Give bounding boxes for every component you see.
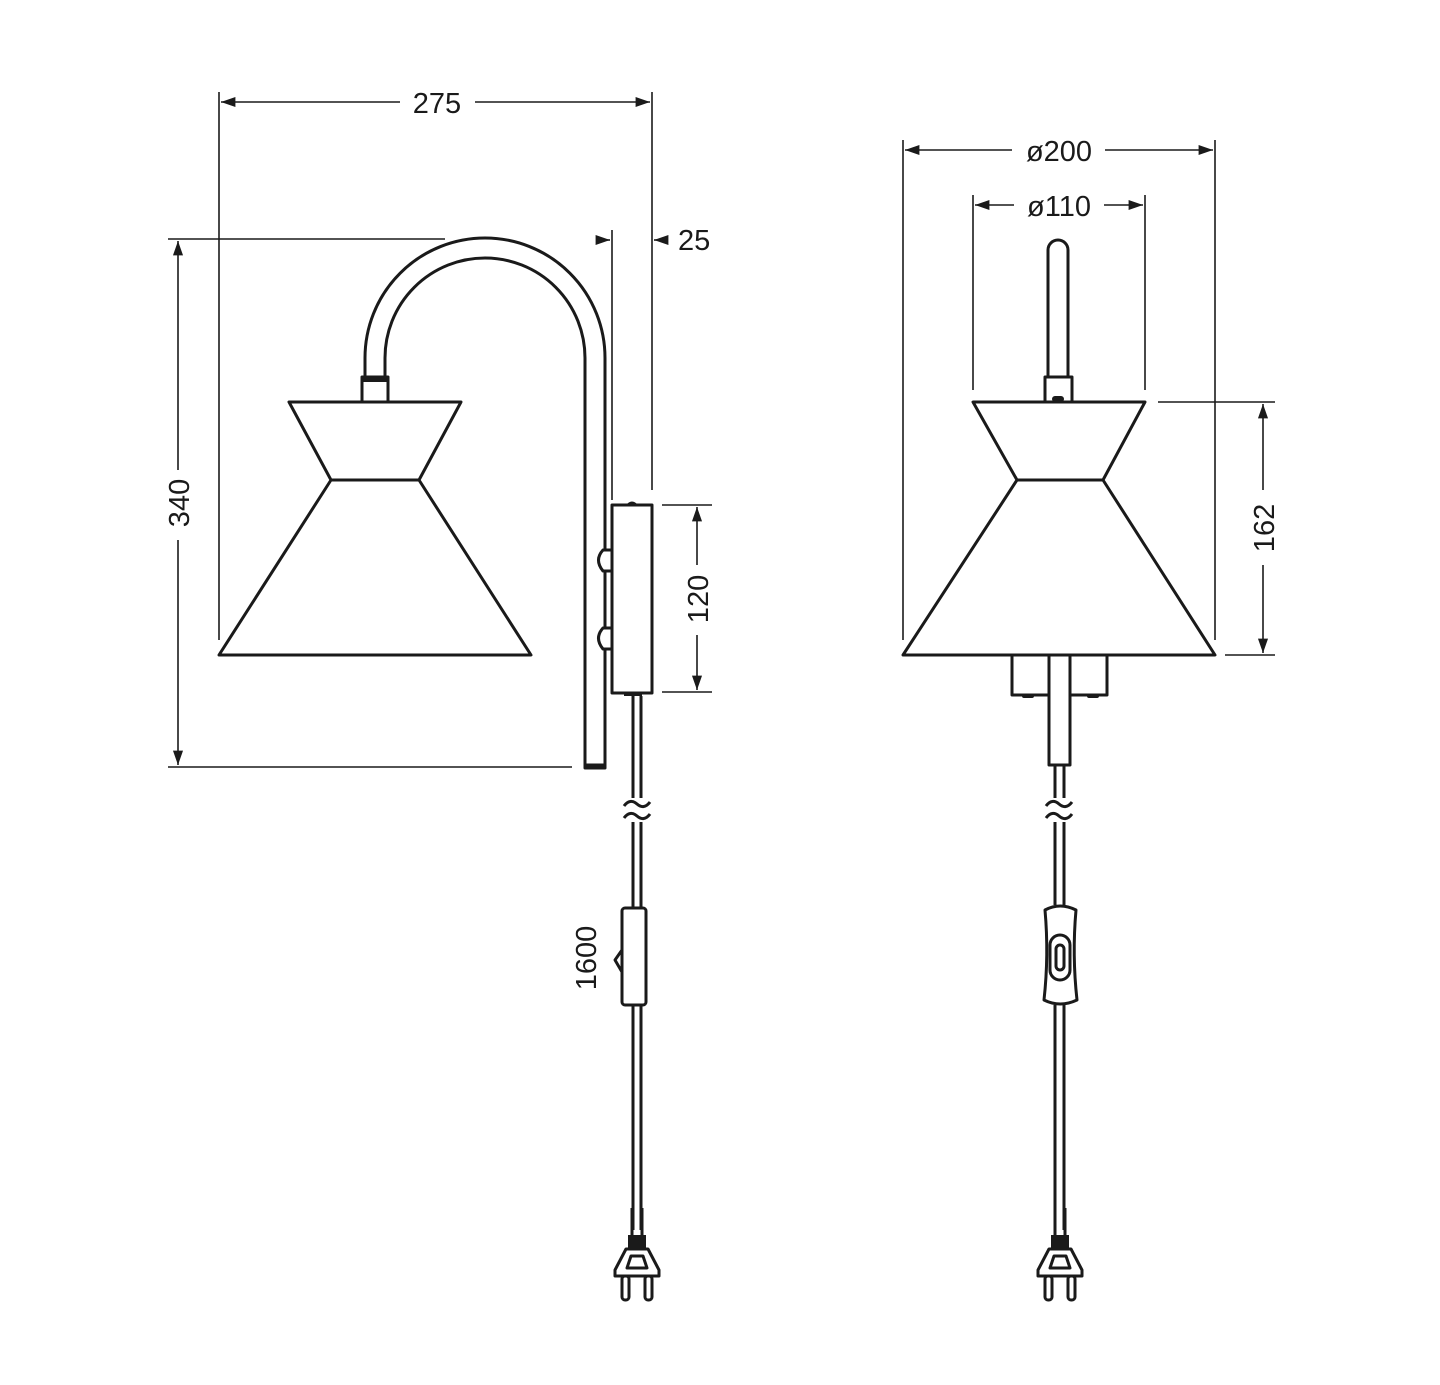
height-label: 340 [164,479,196,527]
shade [217,400,533,657]
dimension-diameter-110: ø110 [972,191,1146,390]
cable [622,696,652,1230]
wall-mount [597,501,654,696]
cable-front [1044,765,1074,1230]
plug-icon-front [1036,1206,1084,1302]
front-view: ø200 ø110 162 [901,136,1281,1302]
wall-mount-front [1010,653,1109,767]
shade-height-label: 162 [1249,504,1281,552]
top-diameter-label: ø110 [1027,191,1091,223]
curved-arm [363,236,607,770]
shade-diameter-label: ø200 [1026,136,1092,168]
dimension-height-340: 340 [164,238,572,768]
plug-icon [613,1206,661,1302]
arm-front [1046,238,1070,377]
dimension-width-275: 275 [218,88,653,640]
offset-label: 25 [678,225,710,257]
cable-length-label: 1600 [571,926,603,991]
dimension-diameter-200: ø200 [902,136,1216,640]
dimension-offset-25: 25 [595,225,710,500]
dimension-mount-120: 120 [662,504,715,693]
width-label: 275 [413,88,461,120]
mount-height-label: 120 [683,575,715,623]
side-view: 275 340 25 120 [164,88,715,1302]
inline-switch-front [1042,904,1079,1006]
shade-front [901,400,1217,657]
dimension-height-162: 162 [1158,401,1281,656]
inline-switch [620,906,648,1007]
